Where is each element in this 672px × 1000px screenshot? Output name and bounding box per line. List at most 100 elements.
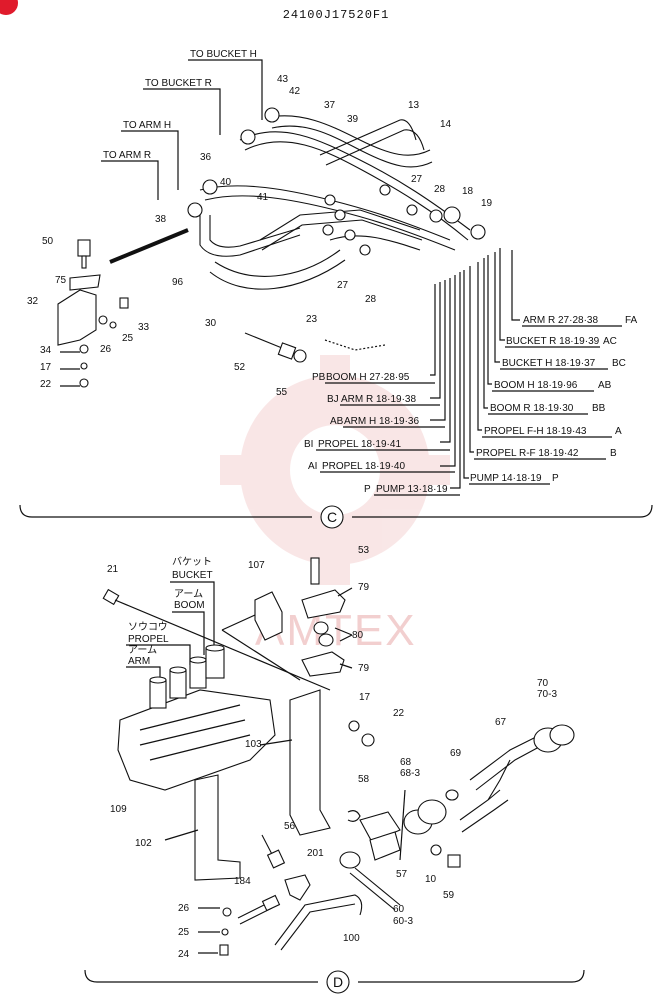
- c-callout-38: 38: [155, 214, 167, 225]
- c-callout-75: 75: [55, 275, 67, 286]
- left-pump-13: PUMP 13·18·19: [376, 484, 448, 495]
- d-callout-103: 103: [245, 739, 262, 750]
- corner-badge-icon: [0, 0, 18, 15]
- section-d-symbol: D: [333, 974, 343, 990]
- d-callout-79: 79: [358, 663, 370, 674]
- c-callout-23: 23: [306, 314, 318, 325]
- port-pump-14: PUMP 14·18·19: [470, 473, 542, 484]
- c-callout-27: 27: [411, 174, 423, 185]
- c-callout-50: 50: [42, 236, 54, 247]
- d-callout-21: 21: [107, 564, 119, 575]
- d-callout-102: 102: [135, 838, 152, 849]
- c-callout-36: 36: [200, 152, 212, 163]
- port-code-p: P: [552, 473, 559, 484]
- d-callout-53: 53: [358, 545, 370, 556]
- d-callout-109: 109: [110, 804, 127, 815]
- c-callout-42: 42: [289, 86, 301, 97]
- to-bucket-h-label: TO BUCKET H: [190, 49, 257, 60]
- d-callout-26: 26: [178, 903, 190, 914]
- lever-bucket-label: BUCKET: [172, 570, 213, 581]
- port-propel-rf: PROPEL R-F 18·19·42: [476, 448, 579, 459]
- left-code-p: P: [364, 484, 371, 495]
- port-bucket-r: BUCKET R 18·19·39: [506, 336, 600, 347]
- lever-boom-jp: アーム: [174, 588, 203, 600]
- left-code-ai: AI: [308, 461, 317, 472]
- c-callout-19: 19: [481, 198, 493, 209]
- left-arm-h: ARM H 18·19·36: [344, 416, 419, 427]
- port-code-b: B: [610, 448, 617, 459]
- port-code-ac: AC: [603, 336, 617, 347]
- port-boom-r: BOOM R 18·19·30: [490, 403, 574, 414]
- d-callout-59: 59: [443, 890, 455, 901]
- d-callout-60-3: 60-3: [393, 916, 413, 927]
- c-callout-27: 27: [337, 280, 349, 291]
- section-c-symbol: C: [327, 509, 337, 525]
- d-callout-80: 80: [352, 630, 364, 641]
- c-callout-37: 37: [324, 100, 336, 111]
- d-callout-107: 107: [248, 560, 265, 571]
- to-bucket-r-label: TO BUCKET R: [145, 78, 212, 89]
- c-callout-26: 26: [100, 344, 112, 355]
- lever-arm-label: ARM: [128, 656, 150, 667]
- part-number-header: 24100J17520F1: [283, 8, 390, 22]
- c-callout-33: 33: [138, 322, 150, 333]
- left-code-pb: PB: [312, 372, 326, 383]
- d-callout-68-3: 68-3: [400, 768, 420, 779]
- d-callout-67: 67: [495, 717, 507, 728]
- d-callout-24: 24: [178, 949, 190, 960]
- left-arm-r: ARM R 18·19·38: [341, 394, 416, 405]
- lever-propel-label: PROPEL: [128, 634, 169, 645]
- section-d: バケット BUCKET アーム BOOM ソウコウ PROPEL アーム ARM: [84, 545, 585, 994]
- port-code-fa: FA: [625, 315, 638, 326]
- port-code-bb: BB: [592, 403, 606, 414]
- port-propel-fh: PROPEL F-H 18·19·43: [484, 426, 587, 437]
- lever-propel-jp: ソウコウ: [128, 621, 168, 633]
- d-callout-100: 100: [343, 933, 360, 944]
- d-callout-58: 58: [358, 774, 370, 785]
- c-callout-43: 43: [277, 74, 289, 85]
- c-callout-17: 17: [40, 362, 52, 373]
- c-callout-22: 22: [40, 379, 52, 390]
- c-callout-18: 18: [462, 186, 474, 197]
- left-code-ab: AB: [330, 416, 344, 427]
- to-arm-h-label: TO ARM H: [123, 120, 171, 131]
- d-callout-57: 57: [396, 869, 408, 880]
- d-callout-70: 70: [537, 678, 549, 689]
- lever-arm-jp: アーム: [128, 644, 157, 656]
- c-callout-39: 39: [347, 114, 359, 125]
- left-propel-40: PROPEL 18·19·40: [322, 461, 405, 472]
- d-callout-201: 201: [307, 848, 324, 859]
- c-callout-55: 55: [276, 387, 288, 398]
- port-bucket-h: BUCKET H 18·19·37: [502, 358, 596, 369]
- port-arm-r: ARM R 27·28·38: [523, 315, 598, 326]
- c-callout-32: 32: [27, 296, 39, 307]
- lever-bucket-jp: バケット: [172, 556, 212, 568]
- c-callout-41: 41: [257, 192, 269, 203]
- to-arm-r-label: TO ARM R: [103, 150, 151, 161]
- c-callout-40: 40: [220, 177, 232, 188]
- c-callout-28: 28: [365, 294, 377, 305]
- left-boom-h: BOOM H 27·28·95: [326, 372, 410, 383]
- lever-boom-label: BOOM: [174, 600, 205, 611]
- d-callout-60: 60: [393, 904, 405, 915]
- port-boom-h: BOOM H 18·19·96: [494, 380, 578, 391]
- c-callout-14: 14: [440, 119, 452, 130]
- d-callout-17: 17: [359, 692, 371, 703]
- left-code-bj: BJ: [327, 394, 339, 405]
- d-callout-70-3: 70-3: [537, 689, 557, 700]
- c-callout-52: 52: [234, 362, 246, 373]
- d-callout-25: 25: [178, 927, 190, 938]
- port-code-a: A: [615, 426, 622, 437]
- d-callout-68: 68: [400, 757, 412, 768]
- d-callout-79: 79: [358, 582, 370, 593]
- c-callout-96: 96: [172, 277, 184, 288]
- d-callout-10: 10: [425, 874, 437, 885]
- section-c: TO BUCKET H TO BUCKET R TO ARM H TO ARM …: [19, 49, 653, 529]
- c-callout-28: 28: [434, 184, 446, 195]
- d-callout-184: 184: [234, 876, 251, 887]
- c-callout-34: 34: [40, 345, 52, 356]
- c-callout-13: 13: [408, 100, 420, 111]
- c-callout-30: 30: [205, 318, 217, 329]
- port-code-ab: AB: [598, 380, 612, 391]
